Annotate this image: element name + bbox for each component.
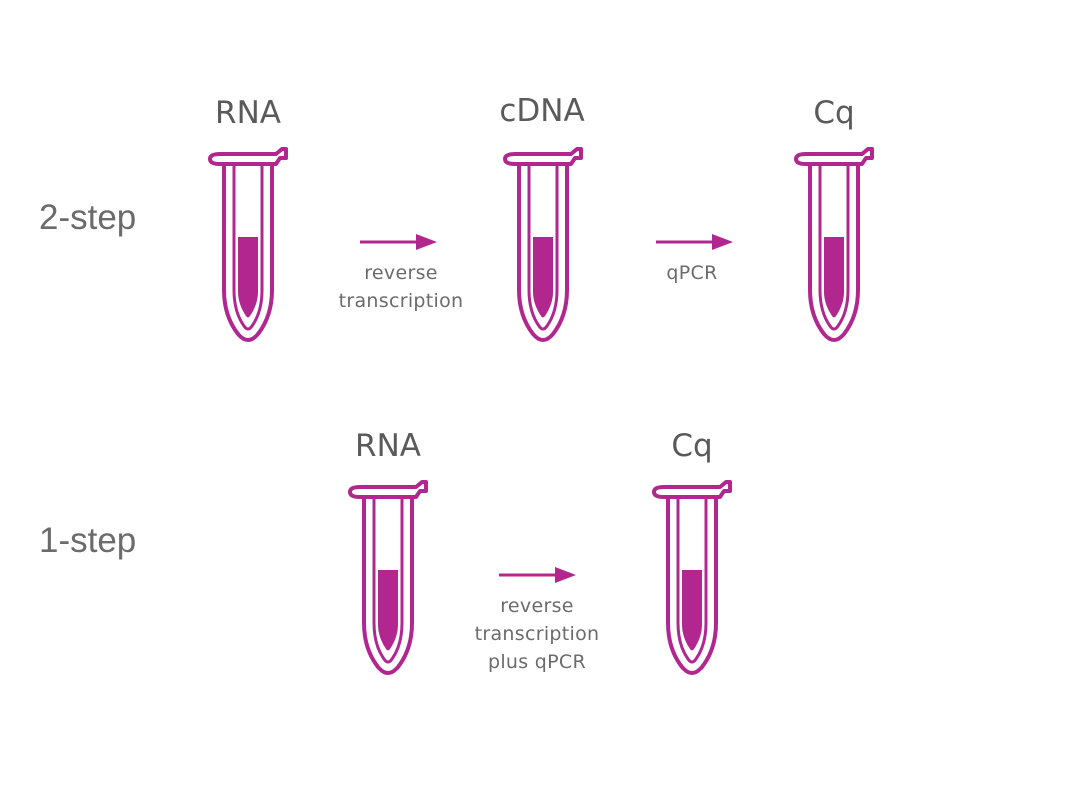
tube-title-rna: RNA bbox=[215, 95, 281, 131]
step-label-qpcr: qPCR bbox=[602, 259, 782, 287]
step-label-line: qPCR bbox=[666, 262, 718, 284]
tube-icon bbox=[652, 480, 732, 675]
step-label-line: transcription bbox=[338, 290, 464, 312]
tube-icon bbox=[794, 147, 874, 342]
arrow-right-icon bbox=[656, 234, 733, 250]
arrow-right-icon bbox=[499, 567, 576, 583]
row-label-two-step: 2-step bbox=[39, 198, 137, 237]
step-label-line: transcription bbox=[474, 623, 600, 645]
step-label-reverse-transcription-plus-qpcr: reverse transcription plus qPCR bbox=[447, 592, 627, 676]
tube-icon bbox=[503, 147, 583, 342]
row-label-one-step: 1-step bbox=[39, 521, 137, 560]
step-label-line: reverse bbox=[500, 595, 574, 617]
tube-title-cq: Cq bbox=[671, 428, 713, 464]
tube-title-cdna: cDNA bbox=[499, 93, 585, 129]
tube-icon bbox=[348, 480, 428, 675]
tube-title-cq: Cq bbox=[813, 95, 855, 131]
tube-icon bbox=[208, 147, 288, 342]
step-label-line: plus qPCR bbox=[487, 651, 586, 673]
step-label-line: reverse bbox=[364, 262, 438, 284]
arrow-right-icon bbox=[360, 234, 437, 250]
step-label-reverse-transcription: reverse transcription bbox=[311, 259, 491, 315]
tube-title-rna: RNA bbox=[355, 428, 421, 464]
